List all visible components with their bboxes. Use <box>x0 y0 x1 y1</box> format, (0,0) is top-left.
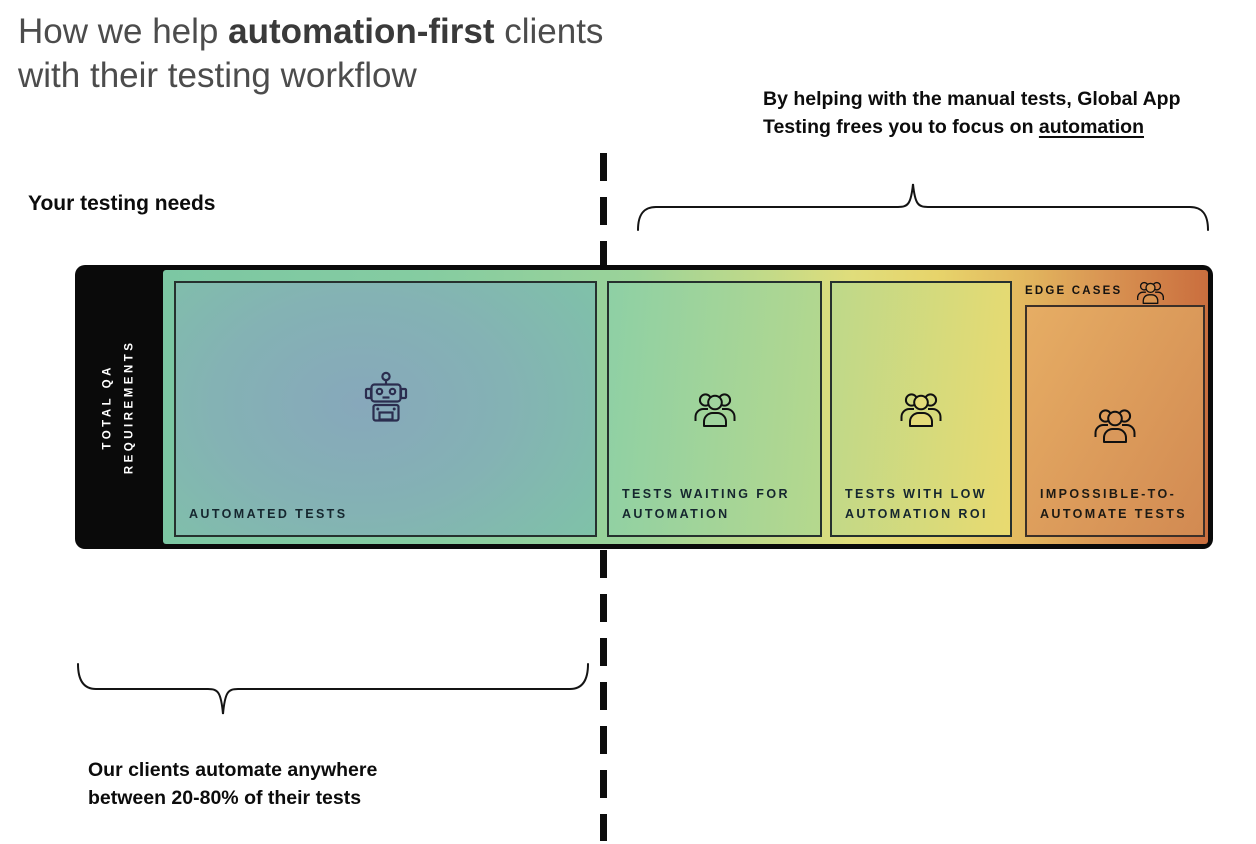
right-annotation: By helping with the manual tests, Global… <box>763 86 1243 141</box>
right-annotation-underlined: automation <box>1038 115 1145 138</box>
edge-cases-row: EDGE CASES <box>1025 279 1205 304</box>
panel-tests-waiting: TESTS WAITING FOR AUTOMATION <box>607 281 822 537</box>
side-label: TOTAL QA REQUIREMENTS <box>101 339 135 475</box>
panel-automated-tests: AUTOMATED TESTS <box>174 281 597 537</box>
people-icon <box>900 393 942 427</box>
page-title: How we help automation-first clients wit… <box>18 10 718 98</box>
dashed-divider-top <box>600 153 607 265</box>
people-icon <box>1137 281 1165 304</box>
edge-cases-label: EDGE CASES <box>1025 285 1123 297</box>
left-heading: Your testing needs <box>28 192 216 215</box>
panel-impossible-to-automate: IMPOSSIBLE-TO- AUTOMATE TESTS <box>1025 305 1205 537</box>
dashed-divider-bottom <box>600 550 607 841</box>
title-highlight: automation-first <box>228 12 495 51</box>
panel-label-low-roi: TESTS WITH LOW AUTOMATION ROI <box>845 487 988 521</box>
title-post: clients with their testing workflow <box>18 12 604 96</box>
right-annotation-text: By helping with the manual tests, Global… <box>763 88 1181 138</box>
qa-requirements-bar: TOTAL QA REQUIREMENTS A <box>75 265 1213 549</box>
panel-label-tests-waiting: TESTS WAITING FOR AUTOMATION <box>622 487 790 521</box>
title-pre: How we help <box>18 12 229 51</box>
robot-icon <box>364 371 407 422</box>
top-brace <box>637 183 1209 231</box>
panel-low-roi: TESTS WITH LOW AUTOMATION ROI <box>830 281 1012 537</box>
panel-label-automated-tests: AUTOMATED TESTS <box>189 506 348 521</box>
bottom-note: Our clients automate anywhere between 20… <box>88 759 378 810</box>
side-label-strip: TOTAL QA REQUIREMENTS <box>75 265 163 549</box>
people-icon <box>694 393 735 427</box>
bottom-brace <box>77 663 589 715</box>
people-icon <box>1094 409 1136 443</box>
gradient-strip: AUTOMATED TESTS TESTS WAITING FOR AUTOMA… <box>163 270 1208 544</box>
panel-label-impossible-to-automate: IMPOSSIBLE-TO- AUTOMATE TESTS <box>1040 487 1188 521</box>
